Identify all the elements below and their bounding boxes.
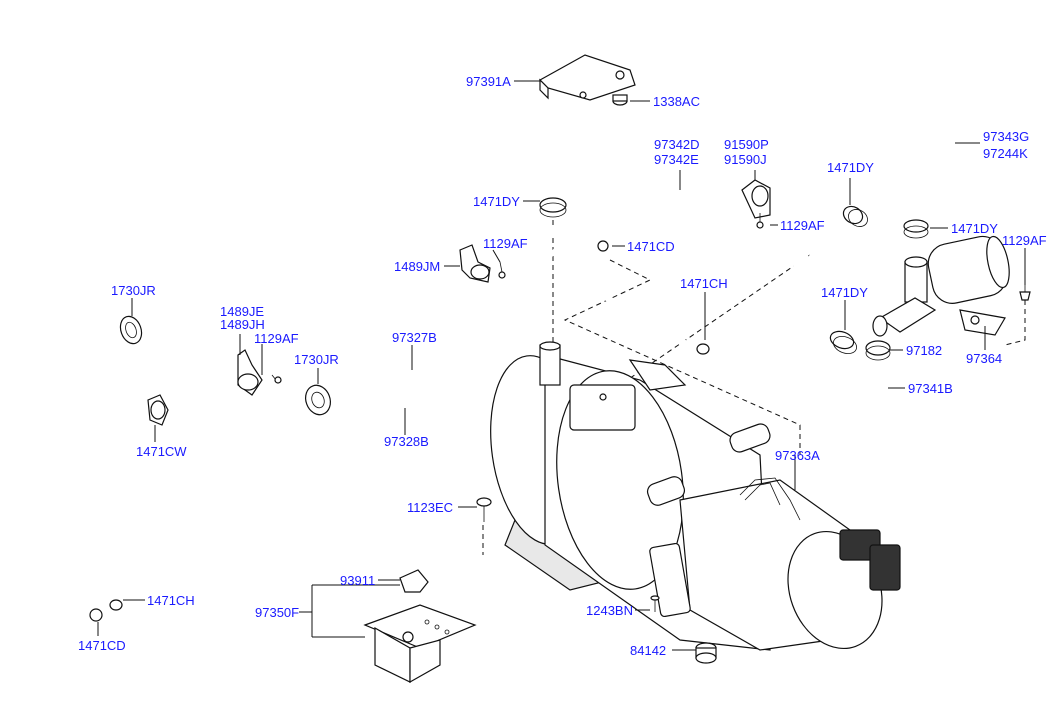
clamp-1471DY-a [539, 197, 567, 218]
heater-97363A [490, 341, 901, 651]
label-1471DY-c[interactable]: 1471DY [951, 221, 998, 236]
label-1471CD-b[interactable]: 1471CD [78, 638, 126, 653]
ring-1730JR-b [305, 384, 331, 416]
label-97327B[interactable]: 97327B [392, 330, 437, 345]
nut-1338AC [612, 94, 628, 106]
label-1243BN[interactable]: 1243BN [586, 603, 633, 618]
bolt-1129AF-c [271, 374, 282, 384]
label-97342D[interactable]: 97342D [654, 137, 700, 152]
clamp-91590P [741, 179, 771, 219]
clamp-97182 [865, 340, 891, 361]
label-97342E[interactable]: 97342E [654, 152, 699, 167]
label-1730JR-a[interactable]: 1730JR [111, 283, 156, 298]
label-1129AF-c[interactable]: 1129AF [254, 331, 299, 346]
label-97391A[interactable]: 97391A [466, 74, 511, 89]
clamp-1471CH-b [109, 599, 123, 611]
label-1489JE[interactable]: 1489JE [220, 304, 264, 319]
pump-97364 [872, 235, 1010, 337]
label-97341B[interactable]: 97341B [908, 381, 953, 396]
leader-lines [97, 80, 1026, 651]
label-84142[interactable]: 84142 [630, 643, 666, 658]
label-1471DY-a[interactable]: 1471DY [473, 194, 520, 209]
label-1338AC[interactable]: 1338AC [653, 94, 700, 109]
cover-97391A [539, 54, 636, 101]
hose-97343G [871, 63, 959, 214]
clamp-1471DY-b [842, 205, 868, 227]
hose-97342D [541, 119, 829, 289]
knob-93911 [399, 569, 429, 593]
label-97244K[interactable]: 97244K [983, 146, 1028, 161]
label-97364[interactable]: 97364 [966, 351, 1002, 366]
clip-1489JM [459, 244, 491, 283]
hose-97341B [731, 311, 889, 419]
label-1471CD-a[interactable]: 1471CD [627, 239, 675, 254]
assembly-guide-lines [482, 220, 1026, 610]
label-1129AF-b[interactable]: 1129AF [483, 236, 528, 251]
clamp-1471DY-d [829, 330, 858, 354]
label-1471CW[interactable]: 1471CW [136, 444, 187, 459]
label-1730JR-b[interactable]: 1730JR [294, 352, 339, 367]
label-97182[interactable]: 97182 [906, 343, 942, 358]
ring-1730JR-a [119, 315, 143, 345]
label-1129AF-d[interactable]: 1129AF [1002, 233, 1047, 248]
clip-1489JE [237, 349, 263, 396]
label-1489JM[interactable]: 1489JM [394, 259, 440, 274]
label-91590J[interactable]: 91590J [724, 152, 767, 167]
clamp-1471CD-b [89, 608, 103, 622]
bolt-1123EC [476, 497, 492, 522]
part-labels: 97391A 1338AC 97342D 97342E 91590P 91590… [78, 74, 1047, 658]
label-97350F[interactable]: 97350F [255, 605, 299, 620]
label-1123EC[interactable]: 1123EC [407, 500, 453, 515]
label-1471DY-d[interactable]: 1471DY [821, 285, 868, 300]
bolt-1129AF-b [498, 261, 506, 279]
grommet-84142 [695, 642, 717, 664]
clamp-1471CD-a [597, 240, 609, 252]
control-unit-97350F [363, 604, 477, 684]
label-1471CH-a[interactable]: 1471CH [680, 276, 728, 291]
bolt-1129AF-a [756, 213, 764, 229]
label-97363A[interactable]: 97363A [775, 448, 820, 463]
twin-pipe-97327B-97328B [19, 225, 693, 618]
bolt-1129AF-d [1019, 285, 1031, 301]
screw-1243BN [650, 595, 660, 612]
label-1489JH[interactable]: 1489JH [220, 317, 265, 332]
label-91590P[interactable]: 91590P [724, 137, 769, 152]
clamp-1471DY-c [903, 219, 929, 239]
clamp-1471CH-a [696, 343, 710, 355]
clip-1471CW [147, 394, 169, 426]
label-97328B[interactable]: 97328B [384, 434, 429, 449]
label-1471DY-b[interactable]: 1471DY [827, 160, 874, 175]
label-1471CH-b[interactable]: 1471CH [147, 593, 195, 608]
label-93911[interactable]: 93911 [340, 573, 375, 588]
label-97343G[interactable]: 97343G [983, 129, 1029, 144]
label-1129AF-a[interactable]: 1129AF [780, 218, 825, 233]
